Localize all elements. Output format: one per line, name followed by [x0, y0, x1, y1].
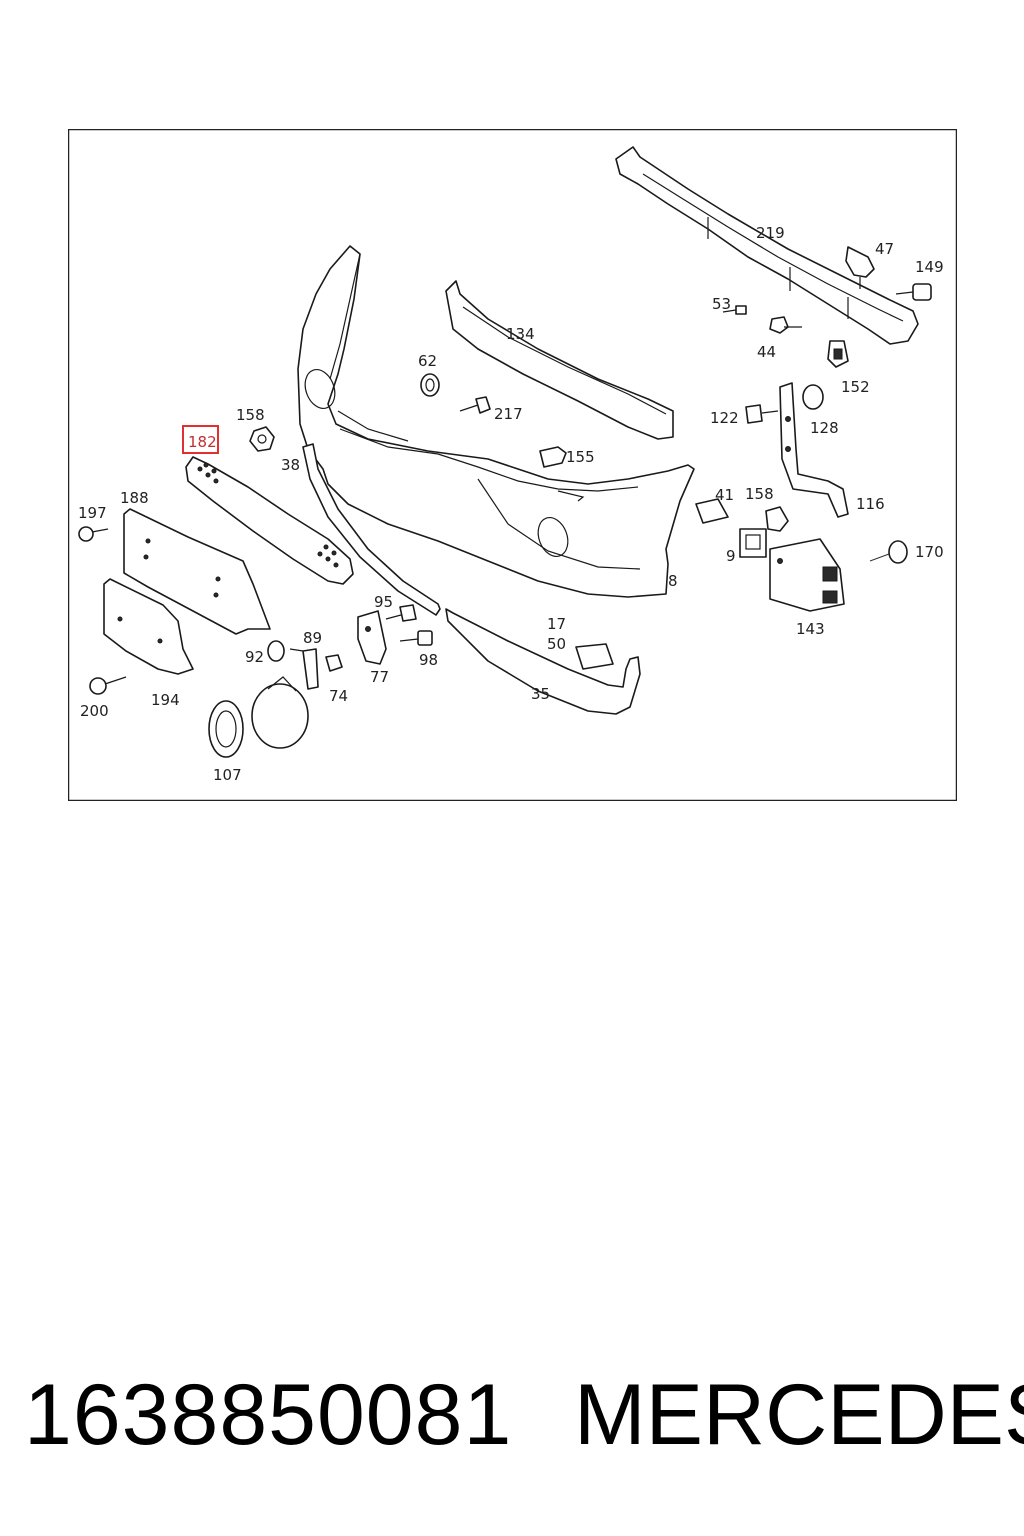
screw-44	[769, 316, 802, 334]
bolt-122	[745, 404, 779, 424]
label-143: 143	[796, 620, 825, 638]
nut-74	[325, 654, 343, 672]
label-194: 194	[151, 691, 180, 709]
label-116: 116	[856, 495, 885, 513]
bracket-143	[769, 538, 845, 612]
label-77: 77	[370, 668, 389, 686]
pin-53	[722, 305, 747, 315]
bolt-149	[895, 283, 932, 301]
label-200: 200	[80, 702, 109, 720]
bumper-reinforcement-219	[615, 146, 919, 345]
footer-caption: 1638850081 MERCEDES	[0, 1360, 1024, 1470]
clip-170	[869, 540, 908, 564]
highlight-box-182	[182, 425, 219, 454]
label-41: 41	[715, 486, 734, 504]
label-188: 188	[120, 489, 149, 507]
bolt-98	[399, 630, 433, 646]
label-152: 152	[841, 378, 870, 396]
label-44: 44	[757, 343, 776, 361]
fog-lamp-107	[208, 676, 309, 758]
screw-197	[78, 526, 109, 542]
clip-92	[267, 640, 285, 662]
bracket-116	[779, 382, 849, 518]
part-number: 1638850081	[24, 1367, 513, 1463]
grille-strip-182	[185, 456, 354, 585]
label-217: 217	[494, 405, 523, 423]
label-98: 98	[419, 651, 438, 669]
label-38: 38	[281, 456, 300, 474]
screw-217	[459, 396, 491, 414]
plate-base-194	[103, 578, 194, 675]
clip-152	[827, 340, 849, 368]
label-122: 122	[710, 409, 739, 427]
plate-bracket-188	[123, 508, 271, 635]
clip-41	[695, 498, 729, 524]
label-53: 53	[712, 295, 731, 313]
energy-absorber-134	[445, 280, 674, 440]
nut-158-lower	[765, 506, 789, 532]
screw-200	[89, 676, 127, 695]
brand-name: MERCEDES	[574, 1367, 1024, 1463]
strip-38	[302, 443, 441, 616]
label-50: 50	[547, 635, 566, 653]
label-182: 182	[188, 433, 217, 451]
label-8: 8	[668, 572, 678, 590]
label-107: 107	[213, 766, 242, 784]
clip-17-50	[575, 643, 614, 670]
label-92: 92	[245, 648, 264, 666]
clip-47	[845, 246, 875, 289]
clip-9	[739, 528, 767, 558]
label-47: 47	[875, 240, 894, 258]
label-134: 134	[506, 325, 535, 343]
label-197: 197	[78, 504, 107, 522]
spoiler-35	[445, 608, 641, 715]
label-35: 35	[531, 685, 550, 703]
nut-158-upper	[249, 426, 275, 452]
label-158-upper: 158	[236, 406, 265, 424]
label-95: 95	[374, 593, 393, 611]
grommet-62	[420, 373, 440, 397]
label-170: 170	[915, 543, 944, 561]
diagram-border	[68, 129, 957, 801]
label-149: 149	[915, 258, 944, 276]
label-74: 74	[329, 687, 348, 705]
bracket-77	[357, 610, 387, 665]
cap-155	[539, 446, 567, 468]
label-17: 17	[547, 615, 566, 633]
parts-diagram: 219 47 149 53 44 152 134 62 217 158 182 …	[68, 129, 957, 801]
label-219: 219	[756, 224, 785, 242]
nut-128	[802, 384, 824, 410]
label-128: 128	[810, 419, 839, 437]
label-9: 9	[726, 547, 736, 565]
label-62: 62	[418, 352, 437, 370]
bracket-89	[289, 648, 319, 690]
label-155: 155	[566, 448, 595, 466]
label-89: 89	[303, 629, 322, 647]
label-158-lower: 158	[745, 485, 774, 503]
bolt-95	[385, 604, 417, 622]
